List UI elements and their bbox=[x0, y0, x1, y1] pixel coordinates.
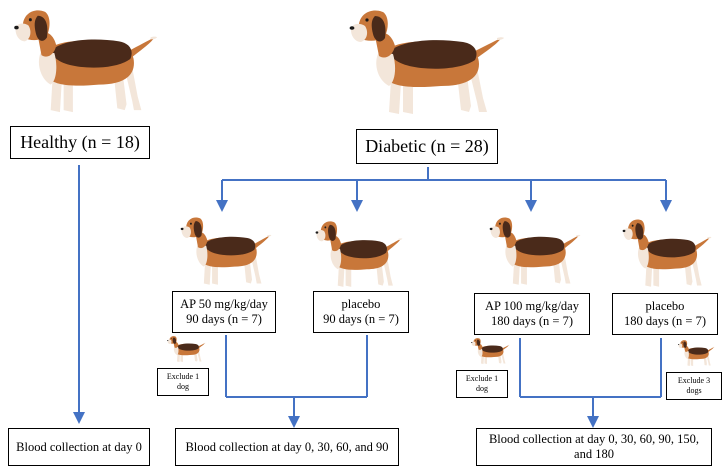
exclude-ap50-box: Exclude 1 dog bbox=[157, 368, 209, 396]
exclude-ap100-box: Exclude 1 dog bbox=[456, 370, 508, 398]
arm-placebo90-box: placebo 90 days (n = 7) bbox=[313, 291, 409, 333]
collection-180-box: Blood collection at day 0, 30, 60, 90, 1… bbox=[476, 428, 712, 466]
dog-illustration-healthy bbox=[10, 2, 158, 120]
collection-healthy-box: Blood collection at day 0 bbox=[8, 428, 150, 466]
arm-ap100-box: AP 100 mg/kg/day 180 days (n = 7) bbox=[474, 293, 590, 335]
exclude-placebo180-box: Exclude 3 dogs bbox=[666, 372, 722, 400]
dog-illustration-exclude-ap100 bbox=[470, 336, 510, 366]
dog-illustration-placebo180 bbox=[620, 214, 712, 292]
dog-illustration-placebo90 bbox=[313, 216, 403, 292]
dog-illustration-ap100 bbox=[487, 212, 581, 290]
dog-illustration-exclude-placebo180 bbox=[677, 338, 715, 368]
healthy-group-box: Healthy (n = 18) bbox=[10, 126, 150, 159]
arm-ap50-box: AP 50 mg/kg/day 90 days (n = 7) bbox=[172, 291, 276, 333]
diabetic-group-box: Diabetic (n = 28) bbox=[356, 129, 498, 164]
dog-illustration-diabetic bbox=[345, 2, 505, 122]
dog-illustration-ap50 bbox=[178, 212, 272, 290]
arm-placebo180-box: placebo 180 days (n = 7) bbox=[612, 293, 718, 335]
collection-90-box: Blood collection at day 0, 30, 60, and 9… bbox=[175, 428, 399, 466]
dog-illustration-exclude-ap50 bbox=[166, 334, 206, 364]
